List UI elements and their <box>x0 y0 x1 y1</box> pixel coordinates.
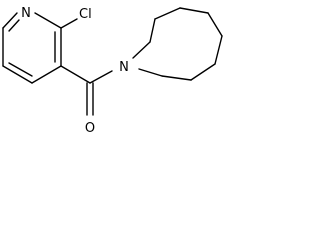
bond-ca-cb <box>149 18 156 43</box>
bond-c3-carbonyl <box>60 65 91 84</box>
double-bond-c4-c5 <box>8 62 33 77</box>
bond-c2-cl <box>60 18 78 29</box>
azepane-ring <box>132 7 223 81</box>
bond-cf-cg <box>190 63 216 81</box>
bond-n1-c2 <box>34 12 62 29</box>
bond-cd-ce <box>207 12 223 37</box>
bond-cb-cc <box>154 7 181 20</box>
bond-carbonyl-n <box>89 70 113 84</box>
bond-n-ca <box>132 41 151 59</box>
bond-cc-cd <box>179 7 209 14</box>
azepane-nitrogen-label: N <box>119 60 129 75</box>
bond-ce-cf <box>214 35 223 65</box>
bond-cn-n <box>138 68 163 77</box>
bond-c3-c4 <box>31 65 62 84</box>
bond-c1-n1 <box>2 12 18 29</box>
double-bond-c1-n1 <box>8 19 20 32</box>
pyridine-nitrogen-label: N <box>21 6 31 21</box>
carbonyl-oxygen-label: O <box>85 121 95 136</box>
bond-cg-cn <box>161 75 192 81</box>
bond-c4-c5 <box>2 65 33 84</box>
pyridine-ring <box>2 12 62 84</box>
chlorine-label: Cl <box>79 7 92 22</box>
chemical-structure: N Cl O N <box>2 6 223 136</box>
